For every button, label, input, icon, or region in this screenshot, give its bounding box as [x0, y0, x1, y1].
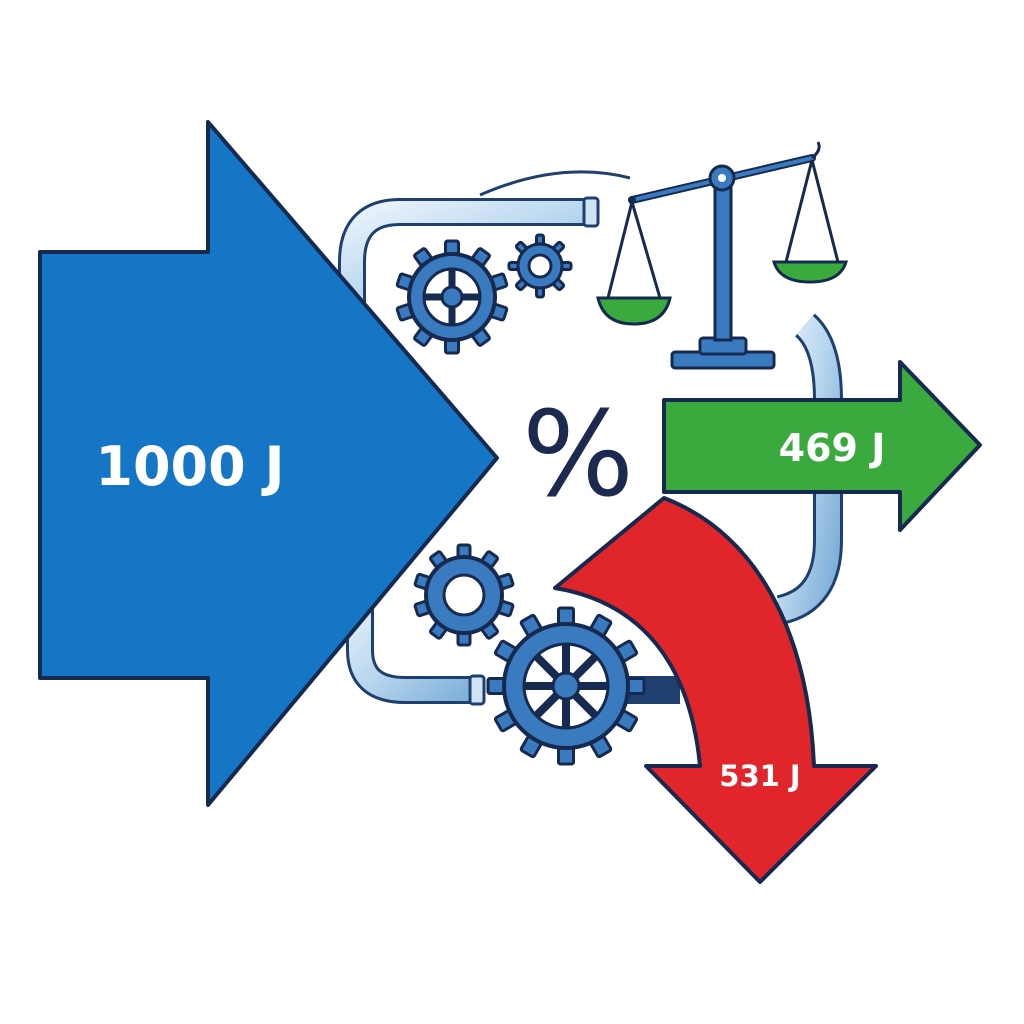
useful-energy-label: 469 J: [779, 426, 886, 470]
wasted-energy-arrow: 531 J: [553, 496, 878, 884]
wasted-energy-label: 531 J: [719, 759, 800, 793]
useful-energy-arrow: 469 J: [662, 360, 982, 532]
gear-icon: [507, 233, 573, 299]
gear-icon: [486, 606, 646, 766]
efficiency-symbol: %: [522, 385, 634, 523]
balance-scale-icon: [596, 141, 849, 370]
gear-icon: [413, 543, 515, 647]
gear-icon: [395, 239, 509, 355]
input-energy-arrow: 1000 J: [38, 120, 499, 807]
input-energy-label: 1000 J: [95, 435, 284, 498]
